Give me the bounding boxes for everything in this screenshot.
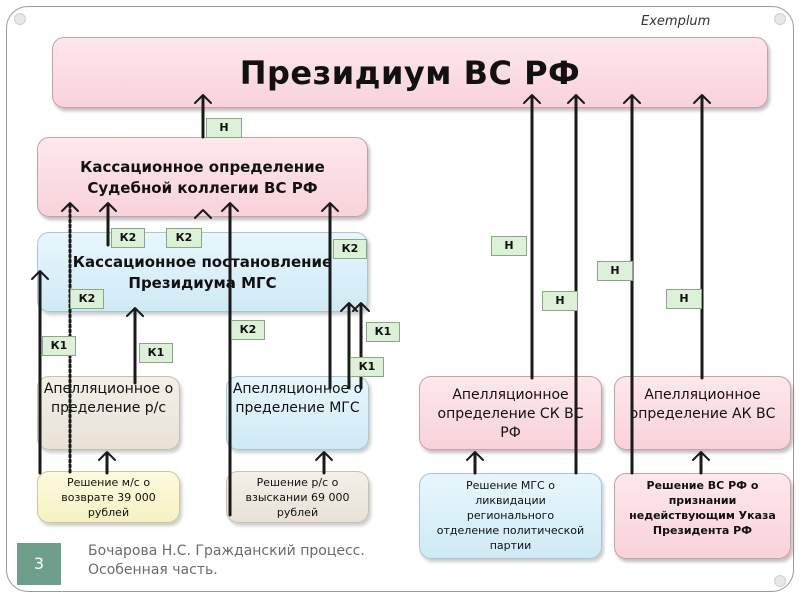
tag-k2: К2 xyxy=(231,320,265,340)
cassation-definition-box: Кассационное определение Судебной коллег… xyxy=(37,137,368,217)
arrow-head xyxy=(126,307,144,317)
cassation-definition-text: Кассационное определение Судебной коллег… xyxy=(80,158,325,197)
arrow-head xyxy=(194,94,212,104)
slide-number: 3 xyxy=(17,543,61,585)
tag-k1: К1 xyxy=(42,336,76,356)
appeal-rs-box: Апелляционное определение р/с xyxy=(37,376,180,450)
arrow-head xyxy=(321,202,339,212)
arrow-head xyxy=(466,451,484,461)
appeal-ak-text: Апелляционное определение АК ВС xyxy=(629,387,776,422)
decision-vs-text: Решение ВС РФ о признании недействующим … xyxy=(629,479,776,537)
appeal-rs-text: Апелляционное определение р/с xyxy=(43,381,174,416)
tag-k2: К2 xyxy=(166,228,202,248)
arrow-head xyxy=(692,451,710,461)
arrow-head xyxy=(623,94,641,104)
tag-k1: К1 xyxy=(366,322,400,342)
presidium-vs-title: Президиум ВС РФ xyxy=(239,54,581,92)
arrow-head xyxy=(352,302,370,312)
appeal-ak-box: Апелляционное определение АК ВС xyxy=(614,376,791,450)
tag-k2: К2 xyxy=(333,239,367,259)
arrow-head xyxy=(315,451,333,461)
arrow-head xyxy=(98,451,116,461)
decision-vs-box: Решение ВС РФ о признании недействующим … xyxy=(614,473,791,559)
corner-dot-top-right xyxy=(774,13,786,25)
corner-dot-bottom-right xyxy=(774,575,786,587)
tag-k2: К2 xyxy=(70,289,104,309)
decision-ms-text: Решение м/с о возврате 39 000 рублей xyxy=(61,476,156,519)
presidium-vs-box: Президиум ВС РФ xyxy=(52,37,768,108)
footer-line-2: Особенная часть. xyxy=(88,562,218,578)
arrow-head xyxy=(523,94,541,104)
arrow-head xyxy=(31,270,49,280)
decision-ms-box: Решение м/с о возврате 39 000 рублей xyxy=(37,471,180,523)
decision-mgs-box: Решение МГС о ликвидации регионального о… xyxy=(419,473,602,559)
decision-rs-text: Решение р/с о взыскании 69 000 рублей xyxy=(245,476,350,519)
corner-dot-top-left xyxy=(14,13,26,25)
arrow-head xyxy=(194,209,212,219)
tag-n: Н xyxy=(666,289,702,309)
arrow-head xyxy=(693,94,711,104)
arrow-head xyxy=(567,94,585,104)
decision-rs-box: Решение р/с о взыскании 69 000 рублей xyxy=(226,471,369,523)
arrow-head xyxy=(99,202,117,212)
tag-k1: К1 xyxy=(139,343,173,363)
tag-k1: К1 xyxy=(350,357,384,377)
watermark-label: Exemplum xyxy=(641,14,711,29)
tag-k2: К2 xyxy=(111,228,145,248)
tag-n: Н xyxy=(206,118,242,138)
footer-text: Бочарова Н.С. Гражданский процесс. Особе… xyxy=(88,542,365,580)
tag-n: Н xyxy=(597,261,633,281)
appeal-sk-text: Апелляционное определение СК ВС РФ xyxy=(437,387,584,441)
appeal-sk-box: Апелляционное определение СК ВС РФ xyxy=(419,376,602,450)
arrow-head xyxy=(61,202,79,212)
tag-n: Н xyxy=(491,236,527,256)
footer-line-1: Бочарова Н.С. Гражданский процесс. xyxy=(88,543,365,559)
arrow-head xyxy=(221,202,239,212)
decision-mgs-text: Решение МГС о ликвидации регионального о… xyxy=(436,479,585,552)
tag-n: Н xyxy=(542,291,578,311)
cassation-ruling-text: Кассационное постановление Президиума МГ… xyxy=(72,253,333,292)
